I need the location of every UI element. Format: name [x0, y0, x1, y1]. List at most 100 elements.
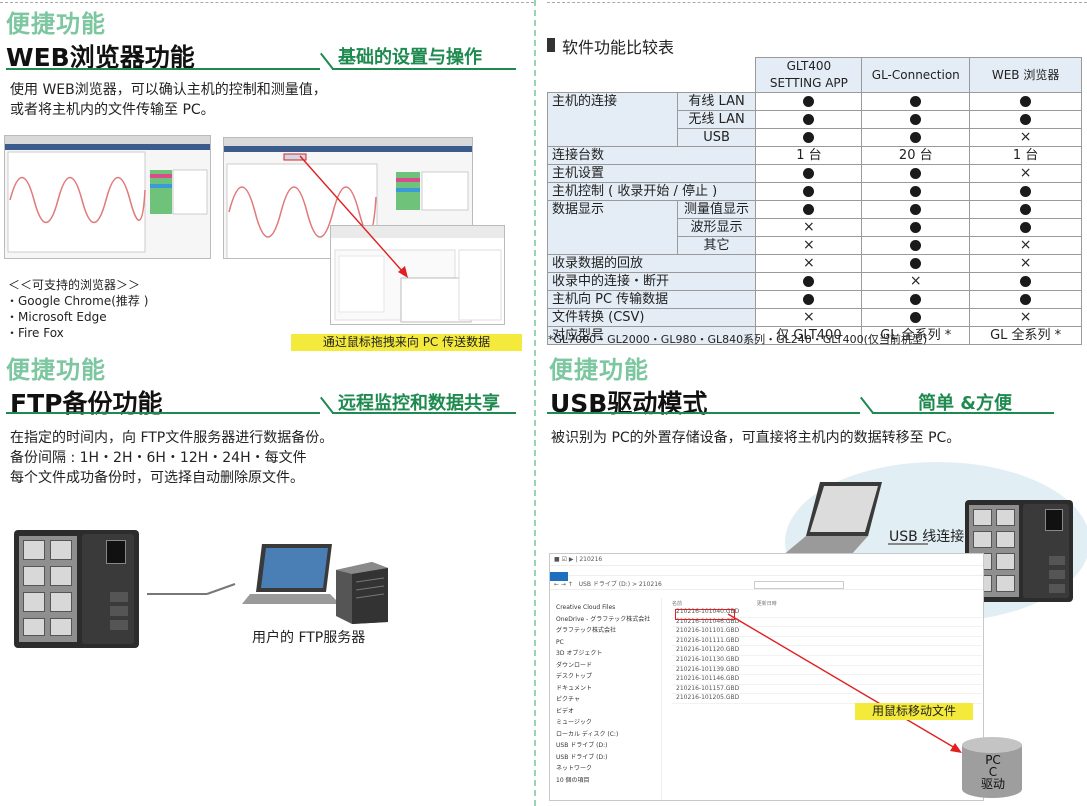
- row-label: 主机的连接: [547, 92, 678, 147]
- supported-dot-icon: [755, 164, 863, 183]
- row-label: 主机控制 ( 收录开始 / 停止 ): [546, 182, 757, 201]
- compare-heading: 软件功能比较表: [562, 38, 675, 57]
- explorer-sidebar-item[interactable]: ネットワーク: [556, 765, 593, 772]
- supported-dot-icon: [969, 200, 1082, 219]
- pc-drive-line2: C: [988, 765, 998, 779]
- explorer-sidebar-item[interactable]: PC: [556, 638, 564, 646]
- ftp-title-underline: [6, 412, 320, 414]
- table-header-row: GLT400 SETTING APP GL-Connection WEB 浏览器: [546, 57, 1082, 93]
- ftp-server-label: 用户的 FTP服务器: [252, 630, 366, 646]
- cell-value: 20 台: [861, 146, 971, 165]
- explorer-file-row[interactable]: 210216-101040.GBD: [672, 608, 982, 618]
- row-label: 主机设置: [546, 164, 757, 183]
- filled-circle-icon: [803, 204, 815, 215]
- filled-circle-icon: [910, 294, 922, 305]
- explorer-file-row[interactable]: 210216-101111.GBD: [672, 637, 982, 647]
- cross-icon: ×: [803, 255, 815, 271]
- explorer-sidebar-item[interactable]: ビデオ: [556, 707, 575, 715]
- explorer-sidebar-item[interactable]: グラフテック株式会社: [556, 627, 617, 634]
- explorer-sidebar-item[interactable]: 10 個の項目: [556, 776, 590, 784]
- explorer-path: USB ドライブ (D:) > 210216: [578, 581, 662, 588]
- col-header-web-browser: WEB 浏览器: [969, 57, 1082, 93]
- supported-dot-icon: [969, 218, 1082, 237]
- supported-dot-icon: [755, 200, 863, 219]
- filled-circle-icon: [910, 132, 922, 143]
- explorer-file-row[interactable]: 210216-101120.GBD: [672, 646, 982, 656]
- row-label: 文件转换 (CSV): [546, 308, 757, 327]
- explorer-file-row[interactable]: 210216-101046.GBD: [672, 618, 982, 628]
- explorer-sidebar-item[interactable]: USB ドライブ (D:): [556, 753, 608, 761]
- unsupported-cross-icon: ×: [755, 308, 863, 327]
- explorer-sidebar-item[interactable]: Creative Cloud Files: [556, 604, 616, 611]
- browser-item-edge: ・Microsoft Edge: [6, 310, 107, 324]
- web-browser-screenshot-1: [4, 135, 211, 259]
- cross-icon: ×: [803, 309, 815, 325]
- filled-circle-icon: [803, 132, 815, 143]
- cell-value: 1 台: [969, 146, 1082, 165]
- col-header-gl-connection: GL-Connection: [861, 57, 971, 93]
- explorer-sidebar-item[interactable]: ピクチャ: [556, 696, 580, 703]
- explorer-sidebar-item[interactable]: ダウンロード: [556, 661, 593, 669]
- filled-circle-icon: [910, 168, 922, 179]
- explorer-sidebar-item[interactable]: OneDrive - グラフテック株式会社: [556, 615, 651, 623]
- file-explorer-window: ■ ☑ ▶ | 210216 ← → ↑ USB ドライブ (D:) > 210…: [549, 553, 984, 801]
- file-name: 210216-101120.GBD: [676, 646, 740, 654]
- explorer-file-row[interactable]: 210216-101101.GBD: [672, 627, 982, 637]
- supported-dot-icon: [861, 182, 971, 201]
- cross-icon: ×: [1019, 309, 1032, 325]
- row-label: 对应型号: [546, 326, 757, 345]
- unsupported-cross-icon: ×: [755, 236, 863, 255]
- supported-dot-icon: [861, 218, 971, 237]
- supported-dot-icon: [861, 92, 971, 111]
- explorer-sidebar-item[interactable]: ローカル ディスク (C:): [556, 730, 619, 738]
- explorer-sidebar-item[interactable]: ドキュメント: [556, 684, 593, 692]
- cell-value: GL 全系列 *: [861, 326, 971, 345]
- explorer-file-row[interactable]: 210216-101157.GBD: [672, 685, 982, 695]
- table-row: 收录中的连接・断开×: [546, 272, 1082, 291]
- explorer-sidebar-item[interactable]: 3D オブジェクト: [556, 650, 603, 657]
- web-desc-line1: 使用 WEB浏览器，可以确认主机的控制和测量值，: [10, 82, 327, 98]
- row-label: 连接台数: [546, 146, 757, 165]
- row-label: 数据显示: [547, 200, 678, 255]
- software-comparison-table: GLT400 SETTING APP GL-Connection WEB 浏览器…: [546, 57, 1082, 345]
- ftp-kicker: 便捷功能: [6, 356, 106, 384]
- explorer-file-row[interactable]: 210216-101139.GBD: [672, 666, 982, 676]
- filled-circle-icon: [1020, 222, 1032, 233]
- file-name: 210216-101101.GBD: [676, 627, 740, 635]
- table-row: 主机控制 ( 收录开始 / 停止 ): [546, 182, 1082, 201]
- ftp-arrow: [147, 583, 236, 595]
- file-name: 210216-101205.GBD: [676, 694, 740, 702]
- supported-dot-icon: [755, 110, 863, 129]
- pc-drive-line1: PC: [985, 753, 1001, 767]
- unsupported-cross-icon: ×: [755, 254, 863, 273]
- server-icon: [336, 562, 388, 624]
- unsupported-cross-icon: ×: [969, 308, 1082, 327]
- usb-title-underline: [547, 412, 860, 414]
- supported-dot-icon: [861, 128, 971, 147]
- explorer-sidebar-item[interactable]: ミュージック: [556, 719, 592, 726]
- pc-drive-line3: 驱动: [980, 777, 1005, 791]
- explorer-sidebar-item[interactable]: USB ドライブ (D:): [556, 742, 608, 749]
- move-file-arrow: [727, 613, 962, 753]
- ftp-tag: 远程监控和数据共享: [338, 393, 500, 414]
- table-row: 收录数据的回放××: [546, 254, 1082, 273]
- top-rule-right: [547, 2, 1087, 3]
- table-row: 无线 LAN: [548, 110, 1082, 129]
- cross-icon: ×: [1019, 165, 1032, 181]
- supported-dot-icon: [969, 182, 1082, 201]
- supported-dot-icon: [969, 272, 1082, 291]
- table-row: 波形显示×: [548, 218, 1082, 237]
- supported-dot-icon: [755, 182, 863, 201]
- row-label: 主机向 PC 传输数据: [546, 290, 757, 309]
- explorer-file-row[interactable]: 210216-101130.GBD: [672, 656, 982, 666]
- explorer-file-row[interactable]: 210216-101146.GBD: [672, 675, 982, 685]
- explorer-sidebar-item[interactable]: デスクトップ: [556, 673, 593, 680]
- explorer-file-row[interactable]: 210216-101205.GBD: [672, 694, 982, 704]
- filled-circle-icon: [910, 114, 922, 125]
- supported-dot-icon: [755, 290, 863, 309]
- filled-circle-icon: [910, 222, 922, 233]
- filled-circle-icon: [910, 204, 922, 215]
